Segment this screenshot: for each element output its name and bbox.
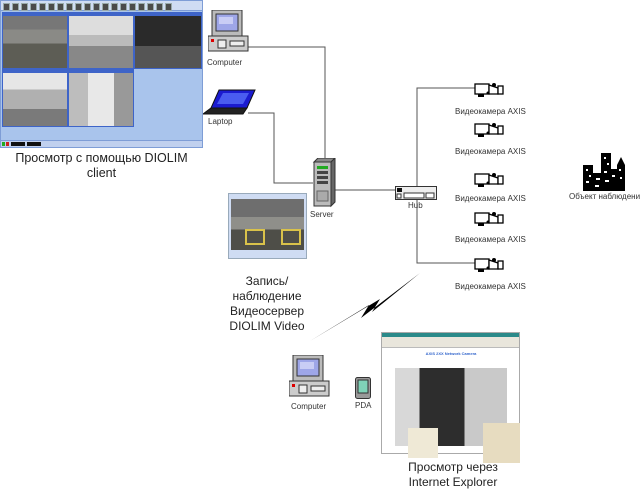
video-server-caption: Запись/ наблюдение Видеосервер DIOLIM Vi…: [218, 274, 316, 334]
caption-line: Internet Explorer: [408, 475, 498, 489]
pda-label: PDA: [355, 401, 372, 410]
client-status-bar: [1, 140, 202, 147]
camera-icon: [474, 171, 504, 189]
target-label: Объект наблюдения: [569, 192, 640, 201]
wire-computer-server: [248, 46, 326, 160]
ie-caption: Просмотр через Internet Explorer: [398, 460, 508, 490]
server-icon: [312, 158, 336, 208]
wireless-link-bolt: [310, 273, 420, 341]
camera-pane-5[interactable]: [68, 69, 134, 127]
computer-bottom-label: Computer: [291, 402, 327, 411]
camera-pane-2[interactable]: [68, 12, 134, 69]
wire-hub-cameras: [416, 87, 477, 186]
laptop-icon: [203, 89, 256, 115]
laptop-label: Laptop: [208, 117, 233, 126]
client-caption: Просмотр с помощью DIOLIM client: [15, 151, 188, 180]
camera-label: Видеокамера AXIS: [455, 194, 526, 203]
diolim-client-window: [0, 0, 203, 148]
hub-label: Hub: [408, 201, 423, 210]
computer-top-label: Computer: [207, 58, 243, 67]
camera-pane-4[interactable]: [2, 69, 68, 127]
wire-hub-lower: [416, 198, 477, 264]
camera-icon: [474, 210, 504, 228]
computer-icon: [208, 10, 249, 52]
caption-line: Просмотр через: [408, 460, 498, 474]
camera-label: Видеокамера AXIS: [455, 282, 526, 291]
ie-page-header: AXIS 2XX Network Camera: [425, 351, 477, 356]
camera-pane-1[interactable]: [2, 12, 68, 69]
computer-icon: [289, 355, 330, 397]
camera-pane-3[interactable]: [134, 12, 202, 69]
pda-icon: [355, 377, 371, 399]
camera-label: Видеокамера AXIS: [455, 147, 526, 156]
caption-line: Запись/: [245, 274, 289, 288]
camera-icon: [474, 121, 504, 139]
camera-icon: [474, 81, 504, 99]
hub-icon: [395, 186, 437, 200]
caption-line: DIOLIM Video: [229, 319, 305, 333]
buildings-icon: [583, 153, 625, 191]
caption-line: наблюдение: [232, 289, 302, 303]
client-toolbar: [1, 1, 202, 11]
server-label: Server: [310, 210, 334, 219]
camera-label: Видеокамера AXIS: [455, 235, 526, 244]
video-server-screenshot: [228, 193, 307, 259]
internet-explorer-screenshot: AXIS 2XX Network Camera: [381, 332, 520, 463]
caption-line: Видеосервер: [230, 304, 304, 318]
wire-laptop-server: [248, 112, 313, 184]
camera-icon: [474, 256, 504, 274]
camera-label: Видеокамера AXIS: [455, 107, 526, 116]
